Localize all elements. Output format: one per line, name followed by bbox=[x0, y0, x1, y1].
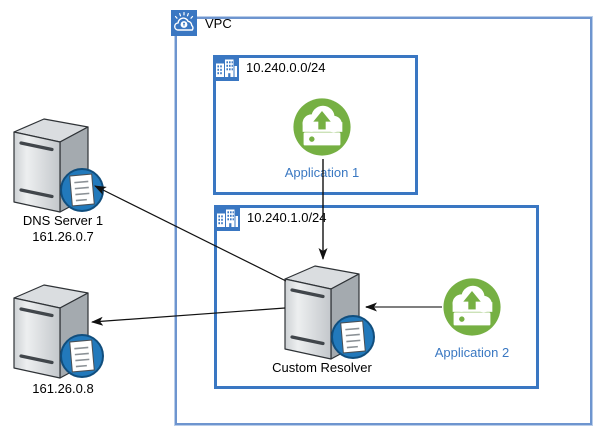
subnet1-buildings-icon bbox=[213, 55, 239, 81]
dns-server1-icon bbox=[12, 114, 108, 214]
subnet2-buildings-icon bbox=[214, 205, 240, 231]
application2-cloud-upload-icon bbox=[441, 276, 503, 338]
dns-server2-ip: 161.26.0.8 bbox=[32, 381, 94, 396]
custom-resolver-label: Custom Resolver bbox=[272, 360, 372, 375]
vpc-cloud-security-icon bbox=[171, 10, 197, 36]
custom-resolver-server-icon bbox=[283, 261, 379, 361]
application2-label: Application 2 bbox=[434, 345, 510, 360]
application1-label: Application 1 bbox=[284, 165, 360, 180]
application1-cloud-upload-icon bbox=[291, 96, 353, 158]
subnet2-cidr-label: 10.240.1.0/24 bbox=[247, 210, 327, 225]
dns-server1-ip: 161.26.0.7 bbox=[32, 229, 94, 244]
subnet1-cidr-label: 10.240.0.0/24 bbox=[246, 60, 326, 75]
dns-server2-icon bbox=[12, 280, 108, 380]
dns-server1-label: DNS Server 1 161.26.0.7 bbox=[0, 213, 126, 245]
dns-server1-name: DNS Server 1 bbox=[22, 213, 104, 228]
vpc-label: VPC bbox=[205, 16, 232, 31]
